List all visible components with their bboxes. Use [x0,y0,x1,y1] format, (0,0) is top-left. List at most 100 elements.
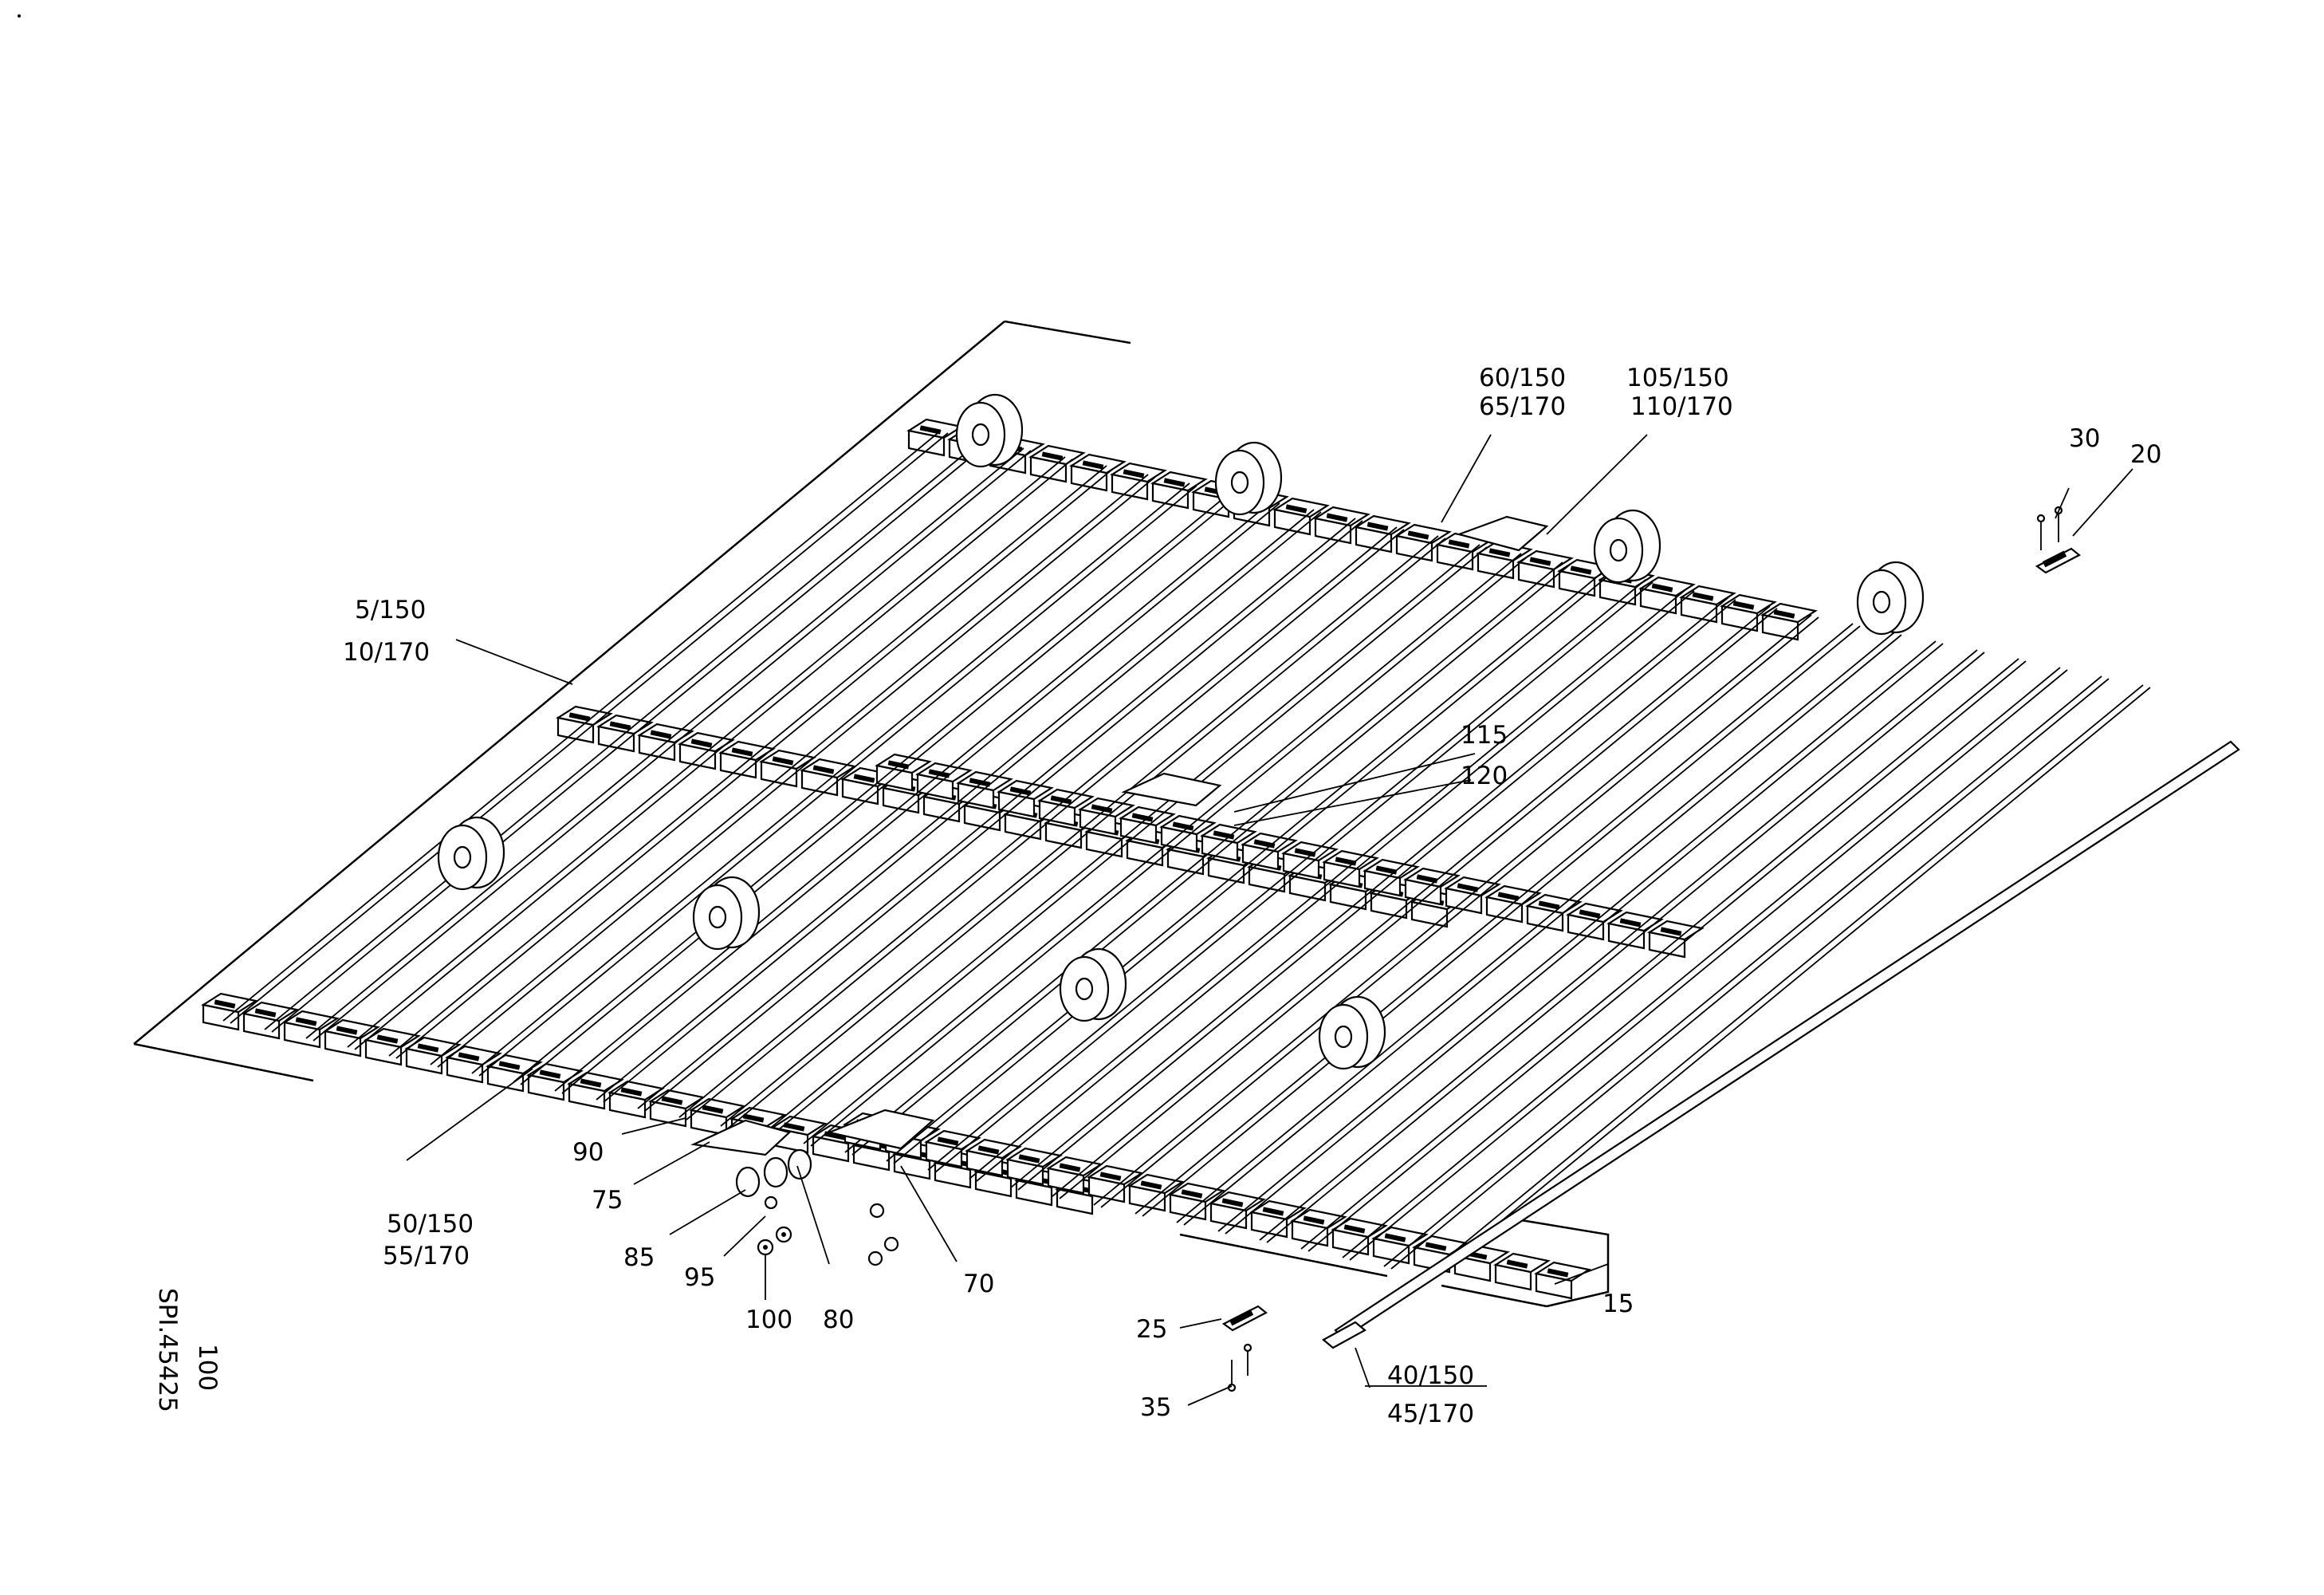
callout-20: 20 [2130,440,2161,469]
holder-slot [1579,909,1601,919]
rod-edge [1183,634,1902,1226]
rod-edge [1390,678,2110,1270]
bolt-35 [1227,1343,1252,1392]
holder-slot [1538,900,1560,910]
slat-holder [800,758,857,797]
holder-slot [336,1026,358,1035]
holder-slot [1059,1163,1081,1172]
slat-holder [1493,1252,1551,1291]
holder-slot [731,747,753,757]
rod-edge [769,546,1488,1138]
joint-bracket-75-90 [690,515,1549,1156]
rod-edge [561,502,1280,1094]
slat-holder [1760,602,1818,641]
holder-slot [1163,478,1186,487]
rod-edge [893,573,1612,1164]
rod-edge [1059,608,1778,1199]
rollers [437,393,1925,1070]
slat-holder [1028,444,1086,483]
rod-edge [678,526,1398,1118]
slat-holder [242,1001,299,1040]
slat-holder [1394,523,1452,562]
holder-slot [1773,609,1795,619]
holder-slot [1416,874,1438,884]
slat-holder [1005,1147,1063,1186]
holder-slot [1343,1224,1366,1234]
rod-edge [927,579,1646,1171]
rod-edge [1176,632,1895,1223]
rod-edge [313,450,1032,1042]
holder-slot [1041,451,1064,461]
slat-holder [1354,514,1411,553]
rod-edge [727,538,1446,1129]
rod-edge [1307,660,2027,1252]
callout-75: 75 [592,1186,623,1215]
rod-edge [1052,605,1771,1197]
slat-holder [1046,1156,1103,1195]
holder-slot [772,756,794,766]
corner-mark [18,14,21,18]
holder-slot [1570,565,1592,575]
rod-edge [354,459,1073,1050]
slat-holder [1168,1182,1225,1221]
slat-holder [678,731,735,770]
callout-50: 50/150 [387,1210,474,1239]
holder-slot [1131,813,1154,822]
rod-edge [471,482,1190,1074]
rod-edge [1259,649,1978,1241]
slat-holder [759,749,816,788]
rod-edge [810,555,1529,1147]
rod-edge [305,447,1024,1039]
slat-holder [1412,1235,1469,1274]
rod-edge [644,520,1363,1112]
holder-slot [1099,1172,1122,1181]
slat-holder [1200,823,1257,862]
holder-slot [1547,1268,1569,1278]
slat-holder [1159,814,1217,853]
holder-slot [969,778,991,787]
rod-edge [637,518,1356,1109]
holder-slot [1082,460,1104,470]
rod-edge [1300,658,2019,1250]
holder-slot [376,1034,399,1044]
slat-holder [1516,549,1574,589]
slat-holder [1647,920,1705,959]
holder-slot [539,1069,561,1079]
callout-35: 35 [1140,1393,1171,1422]
slat-holder [1371,1226,1429,1265]
holder-slot [1262,1207,1284,1216]
holder-slot [1091,804,1113,813]
holder-slot [1366,522,1389,531]
holder-slot [1050,795,1072,805]
callout-30: 30 [2069,424,2100,453]
holder-slot [295,1017,317,1026]
callout-45: 45/170 [1387,1400,1474,1428]
roller-hub [453,845,472,869]
slat-holder [201,992,258,1031]
rod-edge [1425,684,2144,1276]
rod-edge [264,439,983,1030]
rod-edge [1100,616,1819,1208]
callout-120: 120 [1461,762,1508,790]
slat-holder [445,1045,502,1084]
drawing-code: SPI.45425 [153,1288,182,1412]
rod-edge [1349,669,2068,1261]
holder-slot [1529,557,1551,566]
slat-holder [486,1053,543,1093]
rod-edge [395,467,1115,1059]
rod-edge [347,456,1066,1048]
roller [1214,441,1283,516]
rod-edge [1017,599,1736,1191]
rod-edge [1432,687,2151,1278]
callout-85: 85 [623,1243,655,1272]
bolt-30 [2036,506,2063,550]
rod-edge [230,432,949,1024]
holder-slot [1009,786,1032,796]
holder-slot [1732,601,1755,610]
slat-holder [637,723,694,762]
rod-edge [844,561,1563,1153]
slat-holder [1110,462,1167,501]
holder-slot [1123,469,1145,478]
rod-edge [1342,667,2061,1258]
roller-hub [1872,590,1891,614]
